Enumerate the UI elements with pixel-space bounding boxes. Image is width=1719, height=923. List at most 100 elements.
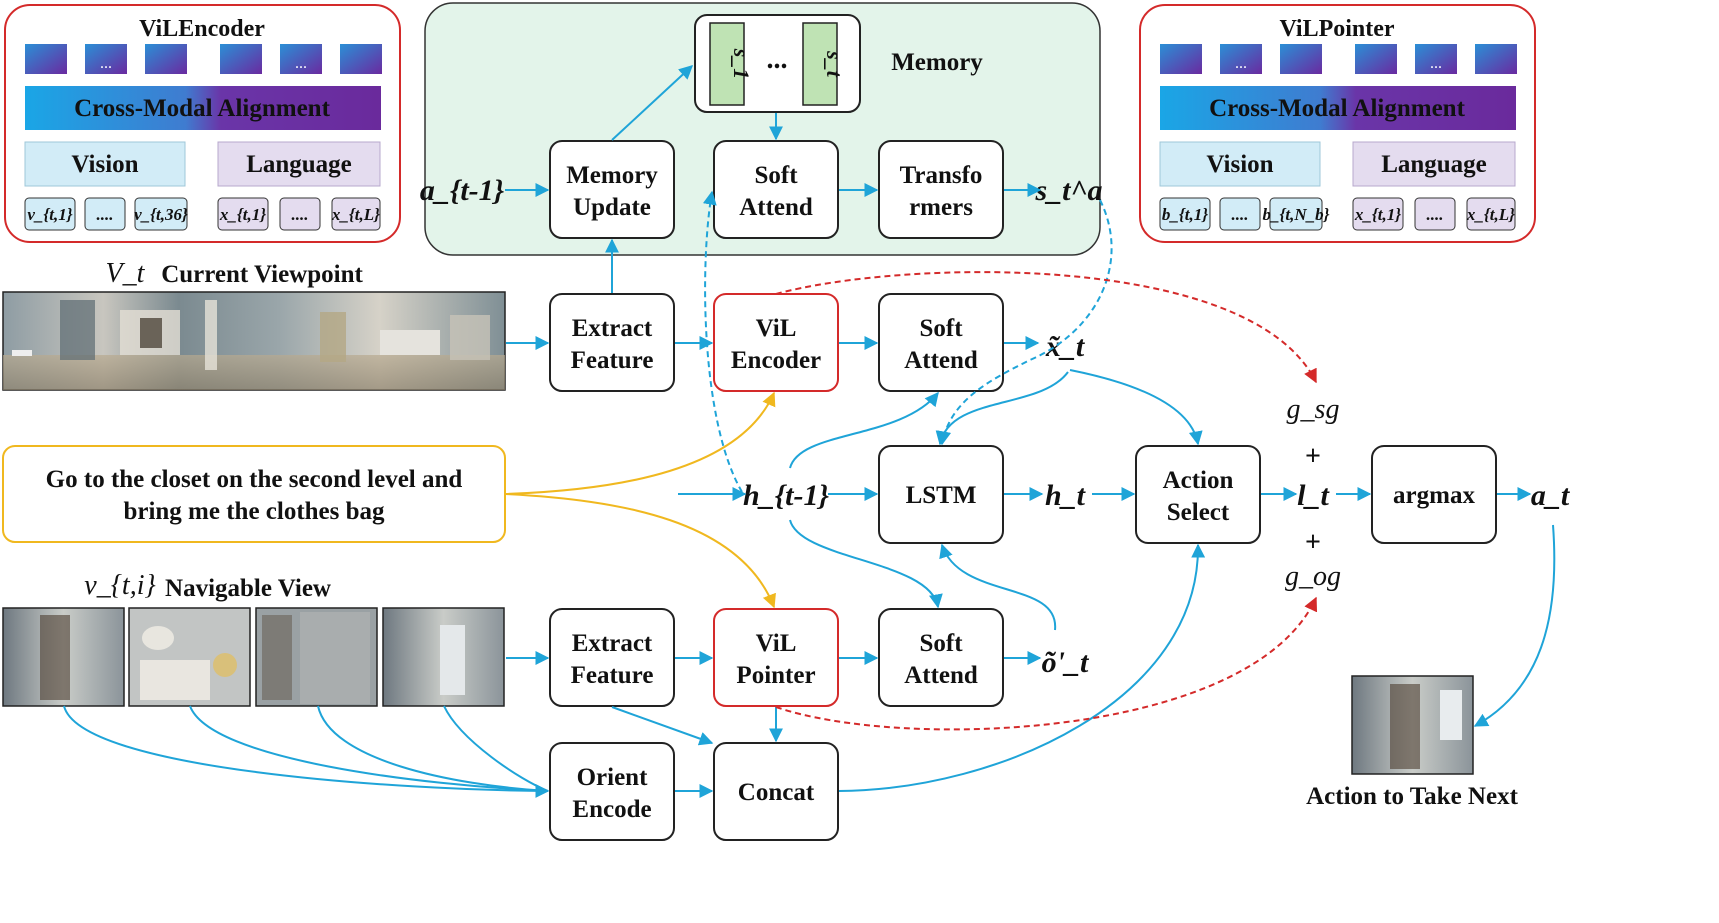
extract-feature-top-block: Extract Feature (549, 293, 675, 392)
instruction-box: Go to the closet on the second level and… (2, 445, 506, 543)
input-token: x_{t,L} (331, 205, 380, 224)
viewpoint-symbol: V_t (106, 258, 146, 289)
output-token (1160, 44, 1202, 74)
vil-pointer-panel: ViLPointer ... ... Cross-Modal Alignment… (1139, 4, 1536, 243)
svg-text:ViL: ViL (756, 630, 797, 657)
output-token-row: ... ... (25, 44, 382, 74)
svg-text:Attend: Attend (904, 662, 978, 689)
cross-modal-alignment-label: Cross-Modal Alignment (1209, 95, 1465, 122)
output-token-row: ... ... (1160, 44, 1517, 74)
token-ellipsis: ... (295, 55, 307, 72)
cross-modal-alignment-label: Cross-Modal Alignment (74, 95, 330, 122)
output-token (1355, 44, 1397, 74)
a-t-symbol: a_t (1531, 479, 1571, 512)
next-action-caption: Action to Take Next (1306, 783, 1518, 810)
svg-text:s_t: s_t (822, 50, 847, 78)
extract-feature-bottom-block: Extract Feature (549, 608, 675, 707)
output-token (220, 44, 262, 74)
svg-text:Update: Update (573, 194, 651, 221)
output-token (85, 44, 127, 74)
input-token: .... (292, 205, 309, 224)
svg-text:Attend: Attend (904, 347, 978, 374)
cross-modal-alignment-bar (1160, 86, 1516, 130)
language-label: Language (246, 151, 352, 178)
viewpoint-label: Current Viewpoint (161, 261, 363, 288)
next-action-image (1351, 675, 1474, 775)
a-prev-symbol: a_{t-1} (420, 174, 505, 207)
input-token: x_{t,1} (1354, 205, 1401, 224)
vil-encoder-panel: ViLEncoder ... ... Cross-Modal Alignment… (4, 4, 401, 243)
output-token (1280, 44, 1322, 74)
svg-text:argmax: argmax (1393, 482, 1475, 509)
vil-pointer-title: ViLPointer (1279, 16, 1394, 42)
svg-text:Feature: Feature (571, 347, 654, 374)
cross-modal-alignment-bar (25, 86, 381, 130)
token-ellipsis: ... (100, 55, 112, 72)
input-token: b_{t,N_b} (1262, 205, 1329, 224)
orient-encode-block: Orient Encode (549, 742, 675, 841)
input-token: .... (1427, 205, 1444, 224)
svg-text:rmers: rmers (909, 194, 973, 221)
navigable-symbol: v_{t,i} (84, 570, 155, 601)
svg-text:Encode: Encode (572, 796, 651, 823)
instruction-line-2: bring me the clothes bag (123, 498, 385, 525)
svg-text:Concat: Concat (738, 779, 815, 806)
svg-text:Memory: Memory (566, 162, 658, 189)
svg-text:s_1: s_1 (729, 48, 754, 80)
output-token (340, 44, 382, 74)
svg-text:Transfo: Transfo (900, 162, 983, 189)
language-box (217, 141, 381, 187)
soft-attend-bottom-block: Soft Attend (878, 608, 1004, 707)
svg-text:Feature: Feature (571, 662, 654, 689)
vision-box (1159, 141, 1321, 187)
output-token (280, 44, 322, 74)
svg-text:Select: Select (1167, 499, 1230, 526)
token-ellipsis: ... (1430, 55, 1442, 72)
input-token: .... (1232, 205, 1249, 224)
o-tilde-symbol: õ'_t (1042, 646, 1090, 679)
vision-label: Vision (71, 151, 138, 178)
input-token-row: b_{t,1} .... b_{t,N_b} x_{t,1} .... x_{t… (1159, 197, 1516, 231)
input-token: b_{t,1} (1162, 205, 1208, 224)
token-ellipsis: ... (1235, 55, 1247, 72)
memory-update-block (549, 140, 675, 239)
memory-slot-dots: ... (767, 44, 788, 75)
arrows (63, 65, 1556, 798)
input-token: x_{t,L} (1466, 205, 1515, 224)
output-token (1415, 44, 1457, 74)
output-token (145, 44, 187, 74)
navigable-view-images (2, 607, 505, 707)
language-box (1352, 141, 1516, 187)
s-a-symbol: s_t^a (1034, 174, 1102, 207)
svg-text:Action: Action (1163, 467, 1234, 494)
action-select-block: Action Select (1135, 445, 1261, 544)
concat-block: Concat (713, 742, 839, 841)
vil-encoder-title: ViLEncoder (139, 16, 265, 42)
svg-text:Extract: Extract (572, 630, 653, 657)
navigable-label: Navigable View (165, 575, 331, 602)
g-og-symbol: g_og (1285, 561, 1341, 592)
vil-encoder-block: ViL Encoder (713, 293, 839, 392)
g-sg-symbol: g_sg (1287, 394, 1340, 425)
h-prev-symbol: h_{t-1} (743, 479, 829, 512)
memory-soft-attend-block (713, 140, 839, 239)
svg-text:Soft: Soft (754, 162, 798, 189)
input-token: v_{t,36} (134, 205, 188, 224)
svg-text:Soft: Soft (919, 315, 963, 342)
soft-attend-top-block: Soft Attend (878, 293, 1004, 392)
language-label: Language (1381, 151, 1487, 178)
x-tilde-symbol: x̃_t (1045, 330, 1086, 363)
svg-text:Extract: Extract (572, 315, 653, 342)
svg-text:Soft: Soft (919, 630, 963, 657)
plus-symbol-bottom: + (1305, 527, 1321, 558)
svg-text:Pointer: Pointer (736, 662, 815, 689)
transformers-block (878, 140, 1004, 239)
instruction-line-1: Go to the closet on the second level and (46, 466, 463, 493)
memory-panel: s_1 ... s_t Memory Memory Update Soft At… (420, 2, 1103, 256)
memory-slot-first (709, 22, 745, 106)
svg-text:LSTM: LSTM (906, 482, 977, 509)
argmax-block: argmax (1371, 445, 1497, 544)
input-token: .... (97, 205, 114, 224)
memory-label: Memory (891, 49, 983, 76)
memory-slot-last (802, 22, 838, 106)
